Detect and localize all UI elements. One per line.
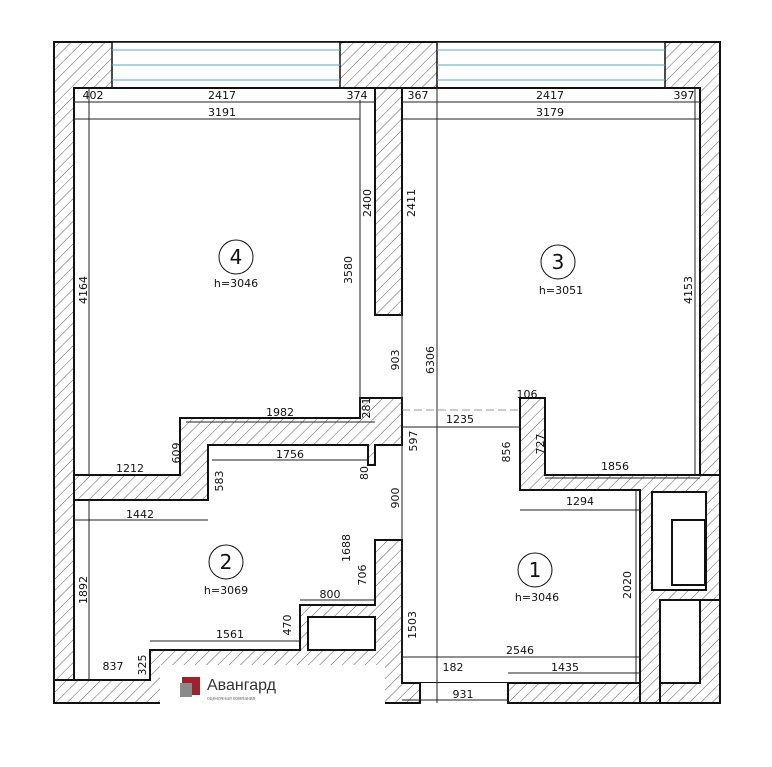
window-right — [436, 41, 666, 89]
dim-label: 470 — [281, 615, 294, 636]
dim-label: 583 — [213, 471, 226, 492]
dim-label: 2417 — [536, 89, 564, 102]
dim-label: 2411 — [405, 189, 418, 217]
dim-label: 325 — [136, 655, 149, 676]
dim-label: 106 — [517, 388, 538, 401]
logo: Авангард оценочная компания — [180, 677, 277, 702]
dim-label: 900 — [389, 488, 402, 509]
dim-label: 1892 — [77, 576, 90, 604]
dim-label: 706 — [356, 565, 369, 586]
dim-label: 1294 — [566, 495, 594, 508]
room-number: 2 — [220, 550, 233, 574]
entrance-wall — [507, 682, 641, 704]
dim-label: 182 — [443, 661, 464, 674]
dim-label: 1561 — [216, 628, 244, 641]
dim-label: 3179 — [536, 106, 564, 119]
dimension-labels: 402 2417 374 3191 367 2417 397 3179 2400… — [77, 89, 695, 701]
dim-label: 837 — [103, 660, 124, 673]
dim-label: 6306 — [424, 346, 437, 374]
dim-label: 397 — [674, 89, 695, 102]
dim-label: 2400 — [361, 189, 374, 217]
dim-label: 1503 — [406, 611, 419, 639]
dim-label: 2546 — [506, 644, 534, 657]
room-4: 4 h=3046 — [214, 239, 258, 290]
logo-name: Авангард — [207, 677, 277, 694]
dim-label: 609 — [170, 443, 183, 464]
dim-label: 597 — [407, 431, 420, 452]
dim-label: 931 — [453, 688, 474, 701]
dim-label: 727 — [534, 434, 547, 455]
dim-label: 3191 — [208, 106, 236, 119]
dim-label: 4153 — [682, 276, 695, 304]
room-height: h=3046 — [214, 277, 258, 290]
shaft-inner — [671, 519, 706, 586]
dim-label: 856 — [500, 442, 513, 463]
dim-label: 1982 — [266, 406, 294, 419]
dim-label: 2417 — [208, 89, 236, 102]
room-2: 2 h=3069 — [204, 544, 248, 597]
dim-label: 2020 — [621, 571, 634, 599]
room-1: 1 h=3046 — [515, 552, 559, 604]
dim-label: 1756 — [276, 448, 304, 461]
partition-wall-2-1 — [53, 539, 421, 704]
dim-label: 80 — [358, 466, 371, 480]
dim-label: 374 — [347, 89, 368, 102]
niche — [307, 616, 376, 651]
logo-tagline: оценочная компания — [207, 696, 256, 702]
dim-label: 800 — [320, 588, 341, 601]
dim-label: 367 — [408, 89, 429, 102]
room-number: 1 — [529, 558, 542, 582]
dim-label: 4164 — [77, 276, 90, 304]
room-height: h=3069 — [204, 584, 248, 597]
dim-label: 1442 — [126, 508, 154, 521]
room-height: h=3046 — [515, 591, 559, 604]
room-number: 4 — [230, 245, 243, 269]
room-height: h=3051 — [539, 284, 583, 297]
partition-wall-4-2 — [73, 397, 403, 501]
dim-label: 1435 — [551, 661, 579, 674]
dim-label: 1235 — [446, 413, 474, 426]
window-left — [111, 41, 341, 89]
dim-label: 1856 — [601, 460, 629, 473]
room-3: 3 h=3051 — [539, 244, 583, 297]
dim-label: 3580 — [342, 256, 355, 284]
dim-label: 281 — [360, 398, 373, 419]
dim-label: 1212 — [116, 462, 144, 475]
dim-label: 402 — [83, 89, 104, 102]
dimension-lines — [74, 88, 700, 703]
dim-label: 1688 — [340, 534, 353, 562]
partition-wall-4-3 — [374, 87, 403, 316]
room-number: 3 — [552, 250, 565, 274]
dim-label: 903 — [389, 350, 402, 371]
